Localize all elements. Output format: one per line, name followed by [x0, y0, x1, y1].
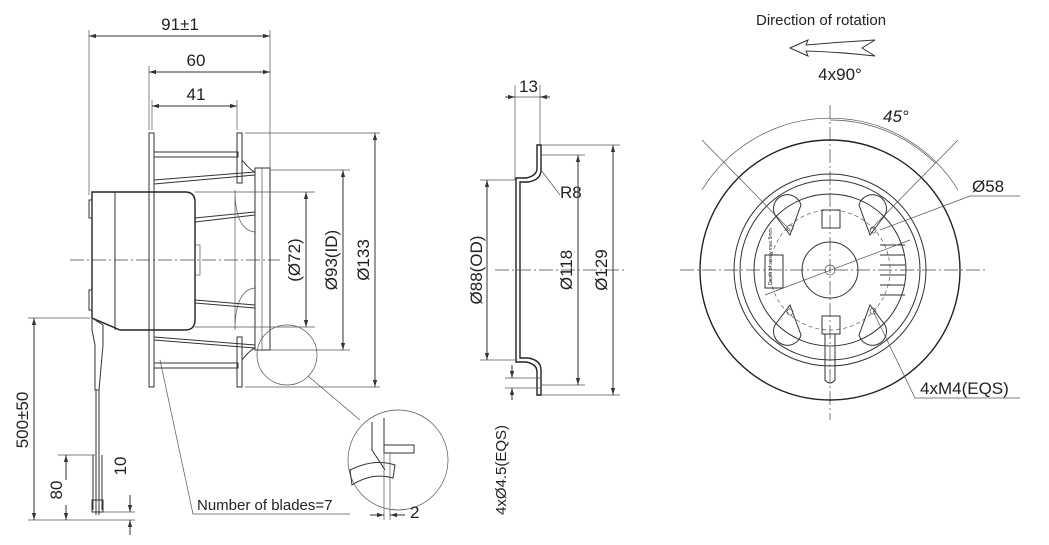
- dim-dia-58: Ø58: [972, 177, 1004, 196]
- dim-dia-93-id: Ø93(ID): [322, 230, 341, 290]
- section-view: 13 R8 Ø88(OD) Ø118 Ø129 4xØ4.5(EQS): [467, 77, 625, 515]
- dim-dia-133: Ø133: [354, 239, 373, 281]
- threads-note: 4xM4(EQS): [920, 379, 1009, 398]
- dim-length-41: 41: [187, 85, 206, 104]
- screw-depth-label: Depth of screw max.5mm: [768, 228, 774, 285]
- rotation-label: Direction of rotation: [756, 12, 886, 29]
- angle-4x90: 4x90°: [818, 65, 862, 84]
- angle-45: 45°: [883, 107, 909, 126]
- dim-overall-length: 91±1: [161, 15, 199, 34]
- side-view: 91±1 60 41 (Ø72): [13, 15, 449, 535]
- dim-cable-length: 500±50: [13, 392, 32, 449]
- dim-length-60: 60: [187, 51, 206, 70]
- dim-dia-72: (Ø72): [285, 238, 304, 281]
- blades-note: Number of blades=7: [197, 497, 333, 514]
- mounting-lugs: [773, 194, 887, 346]
- detail-view: 2: [347, 409, 449, 522]
- dim-strip-10: 10: [111, 457, 130, 476]
- dim-strip-80: 80: [47, 481, 66, 500]
- dim-dia-129: Ø129: [592, 249, 611, 291]
- front-view: Direction of rotation 4x90° 45°: [680, 12, 1020, 420]
- dim-13: 13: [519, 77, 538, 96]
- rotation-arrow-icon: [788, 39, 876, 57]
- detail-dim-2: 2: [410, 503, 419, 522]
- dim-dia-118: Ø118: [557, 250, 576, 290]
- dim-dia-88-od: Ø88(OD): [467, 236, 486, 305]
- holes-note: 4xØ4.5(EQS): [493, 425, 510, 515]
